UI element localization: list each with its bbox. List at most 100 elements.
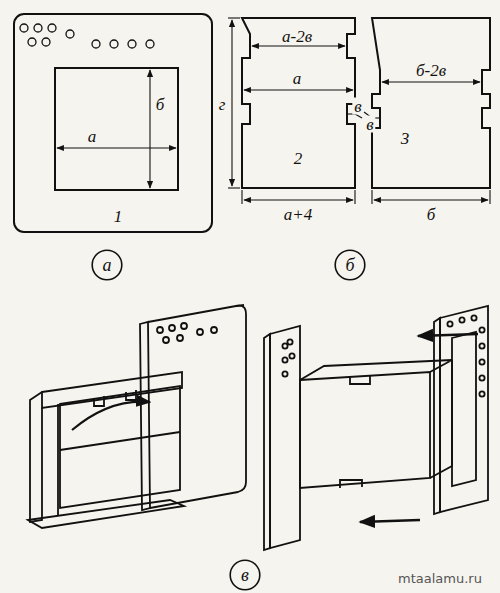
dimension-line — [371, 190, 372, 204]
assembly-view — [340, 480, 362, 488]
assembly-view — [28, 305, 246, 528]
dimension-line — [354, 190, 355, 204]
panel-letter-circle: б — [334, 249, 366, 281]
frame-plate — [55, 68, 178, 190]
assembly-view — [211, 327, 217, 333]
assembly-view — [28, 500, 184, 528]
dimension-line — [228, 17, 240, 18]
assembly-view — [30, 392, 42, 522]
dimension-line — [241, 190, 242, 204]
assembly-view — [479, 391, 484, 396]
callout-number: 3 — [399, 130, 412, 147]
solder-holes — [146, 40, 154, 48]
assembly-view — [157, 327, 163, 333]
assembly-view — [270, 326, 300, 548]
dimension-line — [374, 199, 488, 200]
dimension-line — [228, 187, 240, 188]
panel-letter-circle: а — [91, 249, 123, 281]
assembly-view — [94, 396, 104, 406]
assembly-view — [434, 318, 440, 514]
assembly-view — [181, 323, 187, 329]
assembly-view — [440, 306, 488, 512]
frame-plate — [14, 14, 212, 232]
assembly-view — [42, 372, 182, 408]
assembly-view — [177, 335, 183, 341]
assembly-view — [282, 371, 287, 376]
bobbin-drawing — [14, 14, 490, 550]
solder-holes — [28, 38, 36, 46]
panel-letter: а — [91, 256, 123, 274]
dimension-label: б — [425, 206, 438, 223]
solder-holes — [42, 38, 50, 46]
solder-holes — [110, 40, 118, 48]
dimension-line — [252, 45, 345, 46]
assembly-view — [418, 334, 478, 336]
dimension-label: б — [154, 96, 167, 113]
dimension-line — [149, 70, 150, 188]
assembly-view — [148, 306, 246, 508]
assembly-view — [264, 334, 270, 550]
solder-holes — [20, 24, 28, 32]
dimension-label: б-2в — [414, 62, 448, 79]
assembly-view — [479, 343, 484, 348]
dimension-line — [231, 20, 232, 186]
dimension-line — [244, 199, 353, 200]
dimension-line — [228, 18, 490, 204]
assembly-view — [60, 432, 180, 450]
dimension-label: а — [291, 70, 304, 87]
dimension-label: в — [352, 98, 363, 115]
assembly-view — [289, 353, 294, 358]
assembly-view — [350, 375, 370, 384]
dimension-line — [382, 81, 480, 82]
assembly-view — [479, 359, 484, 364]
dimension-label: г — [217, 96, 228, 113]
assembly-view — [57, 404, 59, 516]
assembly-view — [282, 357, 287, 362]
panel-letter-circle: в — [229, 559, 261, 591]
dimension-line — [57, 147, 176, 148]
assembly-view — [264, 306, 488, 550]
solder-holes — [128, 40, 136, 48]
assembly-view — [479, 327, 484, 332]
dimension-line — [244, 89, 353, 90]
solder-holes — [34, 24, 42, 32]
assembly-view — [479, 375, 484, 380]
frame-plate — [14, 14, 212, 232]
assembly-view — [60, 386, 180, 508]
callout-number: 1 — [112, 208, 125, 225]
panel-letter: в — [229, 566, 261, 584]
assembly-view — [360, 520, 420, 522]
assembly-view — [447, 321, 452, 326]
dimension-label: а+4 — [282, 206, 314, 223]
assembly-view — [287, 339, 292, 344]
solder-holes — [20, 24, 154, 48]
solder-holes — [92, 40, 100, 48]
dimension-line — [355, 114, 362, 118]
assembly-view — [126, 390, 136, 400]
assembly-view — [452, 332, 476, 486]
assembly-view — [169, 325, 175, 331]
assembly-view — [300, 360, 452, 380]
solder-holes — [48, 24, 56, 32]
assembly-view — [471, 315, 476, 320]
assembly-view — [300, 372, 430, 488]
dimension-label: в — [364, 116, 375, 133]
callout-number: 2 — [292, 150, 305, 167]
panel-letter: б — [334, 256, 366, 274]
assembly-view — [163, 337, 169, 343]
dimension-label: а — [86, 128, 99, 145]
assembly-view — [140, 322, 150, 510]
solder-holes — [66, 30, 74, 38]
assembly-view — [197, 329, 203, 335]
cheek-part — [242, 18, 355, 188]
dimension-line — [57, 70, 176, 188]
dimension-line — [489, 190, 490, 204]
dimension-label: а-2в — [280, 28, 314, 45]
assembly-view — [282, 343, 287, 348]
assembly-view — [236, 305, 244, 306]
assembly-view — [459, 317, 464, 322]
cheek-part — [372, 18, 490, 188]
assembly-view — [72, 402, 150, 430]
